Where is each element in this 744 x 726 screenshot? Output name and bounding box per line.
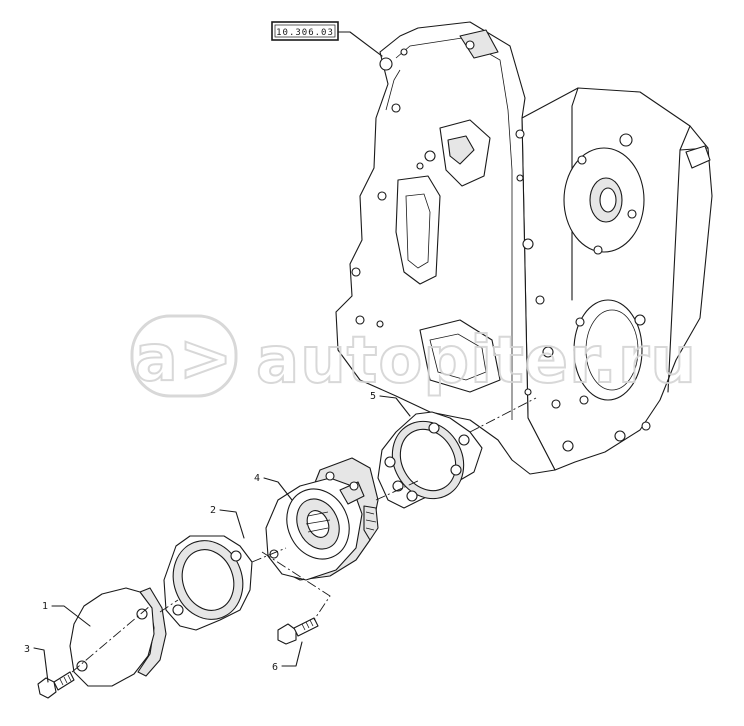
bolt-3	[37, 671, 75, 699]
reference-tag-text: 10.306.03	[276, 28, 334, 38]
callout-1: 1	[42, 601, 48, 612]
bolt-axis-line	[261, 551, 331, 621]
watermark: a> autopiter.ru	[130, 314, 697, 399]
watermark-logo-ring	[130, 314, 238, 398]
callout-4: 4	[254, 473, 260, 484]
assembly-axis-line-5	[469, 397, 537, 433]
assembly-axis-line-2	[159, 599, 179, 613]
assembly-axis-line-3	[251, 547, 287, 563]
assembly-axis-line-4	[375, 479, 421, 501]
callout-2: 2	[210, 505, 216, 516]
watermark-logo: a>	[135, 322, 234, 396]
gasket-2	[163, 535, 253, 631]
callout-3: 3	[24, 644, 30, 655]
gasket-5	[377, 411, 483, 509]
assembly-axis-line	[71, 605, 151, 673]
gear-housing	[335, 21, 713, 475]
leader-2	[219, 509, 245, 539]
leader-3	[33, 647, 49, 683]
leader-6	[281, 641, 303, 667]
callout-6: 6	[272, 662, 278, 673]
leader-4	[263, 477, 293, 501]
bolt-6	[277, 617, 319, 645]
leader-5	[379, 395, 411, 417]
leader-ref-tag	[337, 31, 383, 57]
leader-1	[51, 605, 91, 627]
pump-body-4	[265, 457, 379, 581]
watermark-text: autopiter.ru	[256, 324, 697, 398]
callout-5: 5	[370, 391, 376, 402]
cover-plate-1	[69, 587, 167, 687]
reference-tag[interactable]: 10.306.03	[271, 21, 339, 41]
